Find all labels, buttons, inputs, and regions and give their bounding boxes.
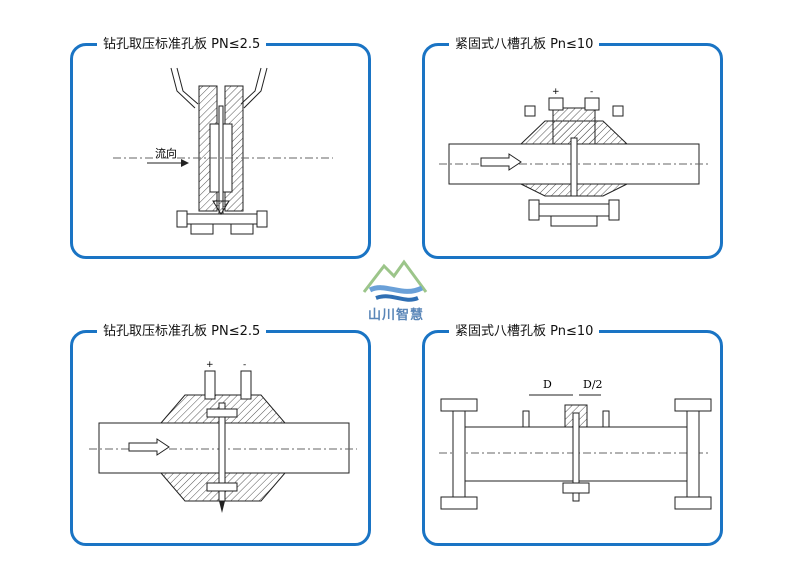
flow-direction-label: 流向 <box>155 146 177 160</box>
minus-marker: - <box>243 360 246 370</box>
dimension-d-label: D <box>543 378 552 391</box>
panel-orifice-drilled-2: 钻孔取压标准孔板 PN≤2.5 + - <box>70 322 371 546</box>
panel-eight-slot-1: 紧固式八槽孔板 Pn≤10 + - <box>422 35 723 259</box>
dimension-d-half-label: D/2 <box>583 378 603 391</box>
minus-marker: - <box>590 87 593 97</box>
panel-title: 紧固式八槽孔板 Pn≤10 <box>449 322 600 342</box>
panel-orifice-drilled-1: 钻孔取压标准孔板 PN≤2.5 流向 <box>70 35 371 259</box>
orifice-diagram-2: + - <box>439 87 709 227</box>
panel-title: 钻孔取压标准孔板 PN≤2.5 <box>97 35 267 55</box>
panel-title: 钻孔取压标准孔板 PN≤2.5 <box>97 322 267 342</box>
logo-text: 山川智慧 <box>367 308 424 323</box>
mountain-river-icon <box>362 259 428 302</box>
plus-marker: + <box>552 87 560 97</box>
orifice-diagram-1: 流向 <box>113 67 333 235</box>
brand-logo: 山川智慧 <box>356 252 436 323</box>
panel-title: 紧固式八槽孔板 Pn≤10 <box>449 35 600 55</box>
orifice-diagram-3: + - <box>89 360 357 513</box>
panel-eight-slot-2: 紧固式八槽孔板 Pn≤10 D D/2 <box>422 322 723 546</box>
plus-marker: + <box>206 360 214 370</box>
orifice-diagram-4: D D/2 <box>439 378 712 510</box>
